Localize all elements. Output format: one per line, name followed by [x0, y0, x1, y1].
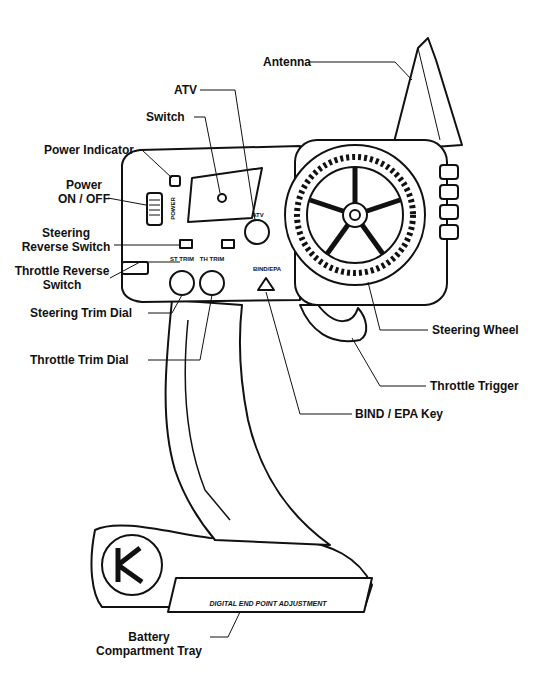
device-marking: ATV — [248, 212, 268, 219]
part-label: BIND / EPA Key — [355, 407, 475, 421]
leader-line — [108, 198, 146, 205]
part-label: Power ON / OFF — [58, 178, 110, 206]
side-tab — [122, 262, 148, 274]
throttle-trigger — [300, 305, 366, 341]
leader-line — [148, 295, 182, 313]
logo-mark — [118, 548, 142, 582]
wheel-rim — [285, 145, 425, 285]
part-label: Steering Reverse Switch — [18, 226, 114, 254]
device-marking: TH TRIM — [197, 256, 227, 263]
antenna — [392, 38, 462, 150]
power-switch — [147, 193, 162, 225]
wheel-spokes — [310, 168, 400, 254]
leader-line — [352, 338, 426, 386]
throttle-reverse-switch — [222, 240, 234, 248]
part-label: Throttle Trigger — [430, 379, 540, 393]
power-switch-ridges — [149, 200, 160, 215]
leader-lines — [108, 62, 428, 637]
wheel-inner — [307, 167, 403, 263]
part-label: Antenna — [263, 55, 323, 69]
side-button — [440, 205, 458, 219]
grip — [166, 300, 330, 545]
leader-line — [310, 62, 412, 80]
logo-circle — [102, 535, 162, 595]
device-marking: BIND/EPA — [250, 266, 284, 273]
part-label: Battery Compartment Tray — [88, 630, 210, 658]
side-button — [440, 225, 458, 239]
part-label: ATV — [174, 83, 204, 97]
leader-line — [114, 245, 180, 246]
leader-line — [368, 282, 428, 330]
steering-trim-dial — [170, 271, 194, 295]
grip-panel — [185, 320, 230, 520]
tray-plate — [168, 578, 372, 612]
leader-line — [194, 117, 220, 193]
antenna-edge — [418, 48, 440, 140]
leader-line — [148, 295, 212, 360]
wheel-tire — [297, 157, 413, 273]
side-button — [440, 165, 458, 179]
part-label: Power Indicator — [44, 143, 144, 157]
throttle-trim-dial — [200, 271, 224, 295]
wheel-hub — [343, 203, 367, 227]
switch-hole — [218, 194, 226, 202]
atv-knob — [245, 220, 269, 244]
device-marking: POWER — [170, 194, 177, 224]
bind-key — [258, 278, 274, 290]
part-label: Throttle Reverse Switch — [14, 264, 110, 292]
side-button — [440, 185, 458, 199]
leader-line — [142, 150, 172, 178]
part-label: Switch — [146, 110, 196, 124]
device-marking: DIGITAL END POINT ADJUSTMENT — [170, 600, 366, 608]
leader-line — [110, 262, 180, 278]
wheel-hub-center — [350, 210, 360, 220]
leader-line — [200, 90, 255, 220]
leader-line — [210, 612, 240, 637]
upper-body — [122, 146, 300, 302]
device-marking: ST TRIM — [167, 256, 197, 263]
part-label: Steering Trim Dial — [30, 306, 160, 320]
part-label: Throttle Trim Dial — [30, 353, 160, 367]
leader-line — [266, 292, 352, 414]
part-label: Steering Wheel — [432, 323, 542, 337]
steering-reverse-switch — [180, 240, 192, 248]
